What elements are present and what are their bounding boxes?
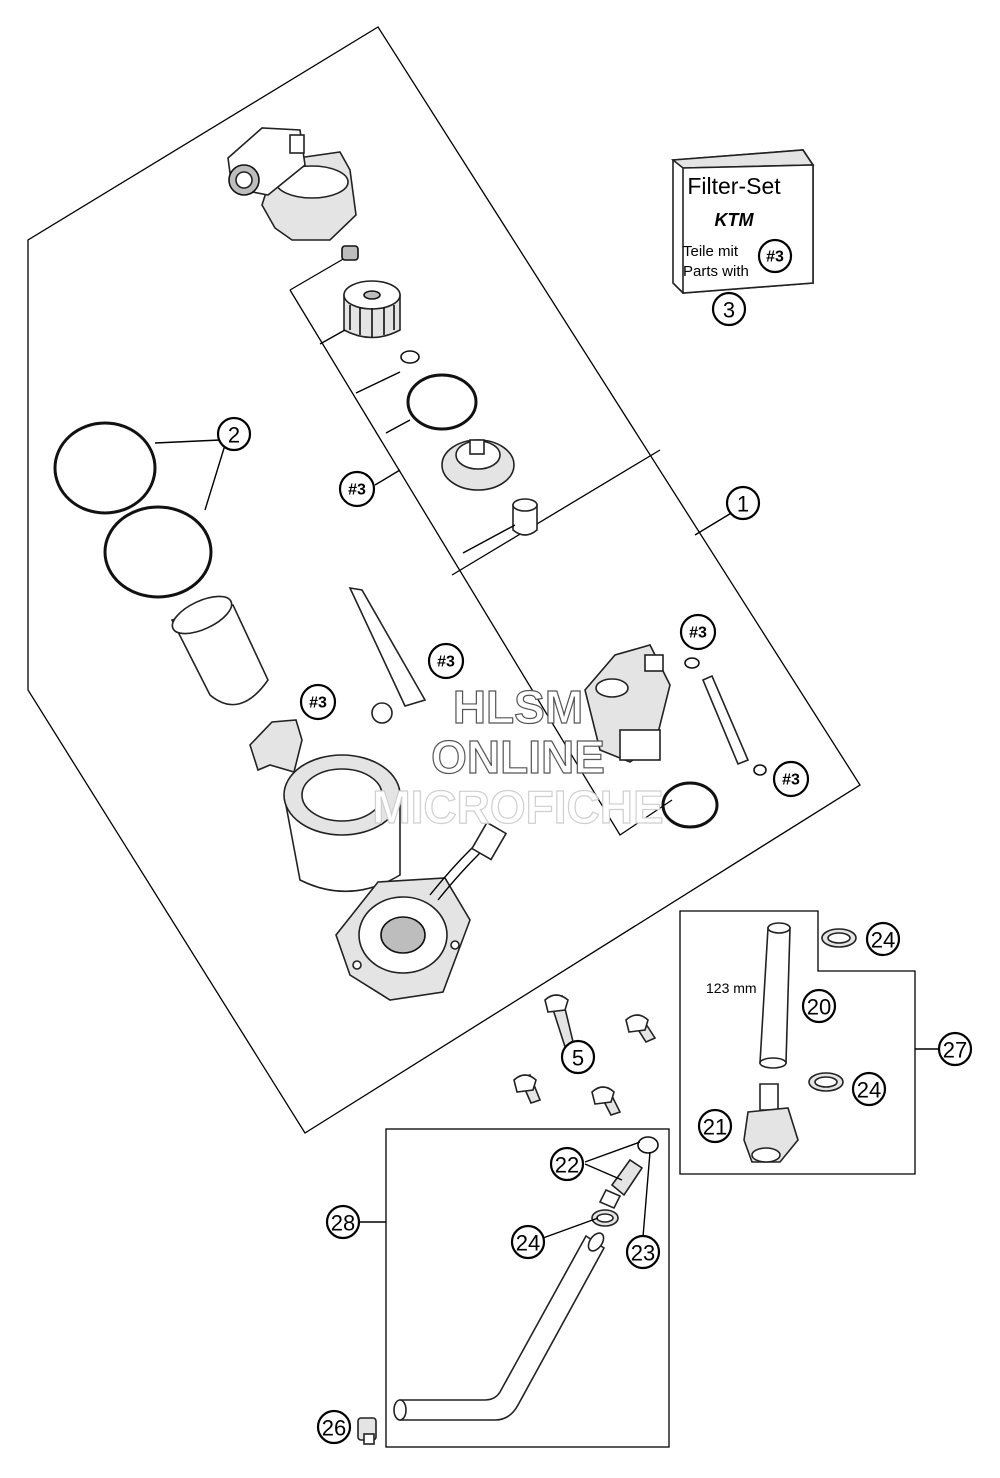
- callout-28[interactable]: 28: [325, 1204, 361, 1240]
- large-o-ring-upper[interactable]: [53, 421, 157, 515]
- pressure-regulator[interactable]: [441, 439, 515, 491]
- pump-outlet-tube[interactable]: [701, 674, 750, 766]
- callout-27[interactable]: 27: [937, 1031, 973, 1067]
- filter-set-ref-callout: #3: [757, 238, 793, 274]
- callout-20[interactable]: 20: [801, 988, 837, 1024]
- ktm-logo: KTM: [715, 210, 755, 230]
- callout-26[interactable]: 26: [316, 1409, 352, 1445]
- watermark-line3: MICROFICHE: [372, 781, 663, 833]
- watermark-line2: ONLINE: [431, 731, 605, 783]
- large-o-ring-lower[interactable]: [103, 505, 213, 599]
- pump-holder-clip[interactable]: [249, 719, 303, 774]
- svg-text:27: 27: [943, 1038, 967, 1063]
- pump-head[interactable]: [227, 127, 357, 241]
- screw-3[interactable]: [513, 1074, 542, 1104]
- svg-text:3: 3: [723, 298, 735, 323]
- return-line-clamp[interactable]: [591, 1209, 619, 1227]
- callout-24-box27-upper[interactable]: 24: [865, 921, 901, 957]
- svg-text:#3: #3: [782, 772, 800, 789]
- filter-ref-callout-1[interactable]: #3: [338, 470, 376, 508]
- svg-text:21: 21: [703, 1115, 727, 1140]
- svg-text:#3: #3: [689, 625, 707, 642]
- hose-length-dimension: 123 mm: [706, 980, 757, 996]
- callout-1[interactable]: 1: [725, 485, 761, 521]
- pump-base-o-ring[interactable]: [661, 781, 719, 829]
- svg-text:22: 22: [555, 1153, 579, 1178]
- assembly-frame-28: [385, 1128, 670, 1448]
- assembly-frame-filter-left: [289, 289, 673, 836]
- svg-text:24: 24: [516, 1231, 540, 1256]
- callout-5[interactable]: 5: [560, 1039, 596, 1075]
- filter-set-title: Filter-Set: [687, 173, 781, 199]
- filter-set-box[interactable]: Filter-Set KTM Teile mit Parts with #3: [670, 149, 815, 294]
- fuel-pump-sleeve[interactable]: [167, 589, 269, 706]
- filter-ref-callout-5[interactable]: #3: [772, 760, 810, 798]
- pump-small-ring-bottom[interactable]: [753, 764, 767, 776]
- filter-ref-callout-4[interactable]: #3: [299, 683, 337, 721]
- screw-1[interactable]: [544, 994, 576, 1055]
- return-hose[interactable]: [393, 1230, 607, 1421]
- filter-set-line1: Teile mit: [683, 243, 739, 260]
- callout-21[interactable]: 21: [697, 1108, 733, 1144]
- return-line-seal-ring[interactable]: [637, 1136, 659, 1154]
- screw-2[interactable]: [625, 1014, 657, 1044]
- filter-ref-callout-2[interactable]: #3: [679, 613, 717, 651]
- wiring-connector[interactable]: [429, 821, 508, 901]
- return-line-nipple[interactable]: [598, 1158, 644, 1210]
- svg-text:#3: #3: [348, 482, 366, 499]
- svg-text:24: 24: [857, 1078, 881, 1103]
- svg-text:2: 2: [228, 423, 240, 448]
- callout-3[interactable]: 3: [711, 291, 747, 327]
- pump-small-ring-top[interactable]: [684, 657, 700, 669]
- callout-24-box28[interactable]: 24: [510, 1224, 546, 1260]
- svg-text:28: 28: [331, 1211, 355, 1236]
- assembly-frame-filter-divider: [451, 449, 661, 576]
- callout-22[interactable]: 22: [549, 1146, 585, 1182]
- svg-text:24: 24: [871, 928, 895, 953]
- assembly-frame-filter: [289, 257, 346, 291]
- screw-4[interactable]: [591, 1086, 622, 1116]
- callout-24-box27-lower[interactable]: 24: [851, 1071, 887, 1107]
- svg-text:26: 26: [322, 1416, 346, 1441]
- filter-set-line2: Parts with: [683, 263, 749, 280]
- filter-ref-callout-3[interactable]: #3: [427, 642, 465, 680]
- watermark-line1: HLSM: [453, 681, 583, 733]
- filter-cartridge[interactable]: [343, 280, 401, 339]
- svg-text:#3: #3: [309, 695, 327, 712]
- strainer[interactable]: [348, 586, 427, 724]
- quick-connector[interactable]: [743, 1083, 799, 1163]
- svg-text:20: 20: [807, 995, 831, 1020]
- assembly-frame-main: [27, 26, 861, 1134]
- small-clamp-26[interactable]: [357, 1417, 377, 1445]
- fuel-hose[interactable]: [759, 922, 791, 1069]
- svg-text:5: 5: [572, 1046, 584, 1071]
- pump-housing[interactable]: [283, 754, 401, 893]
- regulator-sleeve[interactable]: [512, 498, 538, 536]
- small-o-ring[interactable]: [400, 350, 420, 364]
- pump-flange[interactable]: [335, 877, 471, 1001]
- assembly-frame-27: [679, 910, 916, 1175]
- svg-text:#3: #3: [437, 654, 455, 671]
- svg-text:1: 1: [737, 492, 749, 517]
- filter-o-ring[interactable]: [406, 373, 478, 431]
- svg-text:23: 23: [631, 1241, 655, 1266]
- small-spring[interactable]: [341, 245, 359, 261]
- fuel-pump-motor[interactable]: [584, 644, 671, 763]
- svg-text:#3: #3: [766, 249, 784, 266]
- callout-23[interactable]: 23: [625, 1234, 661, 1270]
- hose-clamp-lower[interactable]: [808, 1072, 844, 1092]
- callout-2[interactable]: 2: [216, 416, 252, 452]
- hose-clamp-upper[interactable]: [821, 928, 857, 948]
